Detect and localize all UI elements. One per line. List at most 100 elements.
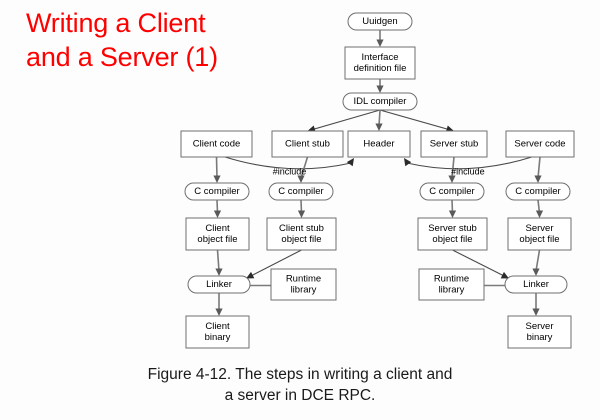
node-box-linkerL[interactable]: [187, 275, 251, 294]
node-label-idl: IDL compiler: [354, 96, 407, 107]
node-box-servercode[interactable]: [505, 130, 575, 158]
diagram-edge-label-layer: #include #include: [273, 166, 485, 176]
node-box-serverbin[interactable]: [507, 315, 572, 349]
node-label-clientstubobj: Client stub: [279, 223, 324, 234]
node-label-clientbin: Client: [205, 321, 230, 332]
node-cc2[interactable]: C compiler: [268, 182, 334, 201]
edge-serverstub-cc3: [448, 156, 456, 183]
node-label-runtimeL: library: [291, 285, 317, 296]
edge-label-include: #include: [273, 166, 307, 176]
node-box-linkerR[interactable]: [504, 275, 568, 294]
node-cc1[interactable]: C compiler: [184, 182, 250, 201]
node-label-serverbin: Server: [526, 321, 554, 332]
node-linkerR[interactable]: Linker: [504, 275, 568, 294]
edge-sstubobj-linkerR: [452, 249, 509, 279]
edge-linkerL-clientbin: [215, 293, 223, 316]
edge-clientcode-cc1: [213, 156, 221, 183]
node-label-idf: Interface: [362, 52, 399, 63]
node-label-serverstub: Server stub: [430, 139, 479, 150]
edge-clientobj-linkerL: [215, 249, 223, 276]
node-uuidgen[interactable]: Uuidgen: [347, 12, 413, 31]
node-label-serverstubobj: object file: [432, 234, 472, 245]
edge-clientstub-cc2: [297, 156, 309, 183]
node-box-uuidgen[interactable]: [347, 12, 413, 31]
edge-cc4-serverobj: [535, 199, 544, 218]
node-label-clientobj: Client: [205, 223, 230, 234]
edge-clientcode-header: [224, 156, 354, 170]
node-servercode[interactable]: Server code: [505, 130, 575, 158]
node-label-runtimeR: library: [439, 285, 465, 296]
node-label-linkerL: Linker: [206, 279, 232, 290]
node-box-clientbin[interactable]: [185, 315, 250, 349]
node-label-servercode: Server code: [514, 139, 565, 150]
node-label-linkerR: Linker: [523, 279, 549, 290]
edge-idf-idl: [376, 79, 384, 93]
node-label-serverbin: binary: [527, 332, 553, 343]
node-clientcode[interactable]: Client code: [180, 130, 253, 158]
edge-linkerR-serverbin: [532, 293, 540, 316]
node-box-header[interactable]: [347, 130, 411, 158]
node-box-serverstubobj[interactable]: [417, 217, 488, 251]
node-label-cc3: C compiler: [429, 186, 474, 197]
node-label-cc1: C compiler: [194, 186, 239, 197]
node-box-cc4[interactable]: [505, 182, 571, 201]
node-clientstub[interactable]: Client stub: [271, 130, 344, 158]
node-box-clientstubobj[interactable]: [266, 217, 337, 251]
node-label-cc4: C compiler: [515, 186, 560, 197]
node-label-idf: definition file: [354, 63, 407, 74]
node-label-runtimeL: Runtime: [286, 274, 321, 285]
node-box-clientobj[interactable]: [185, 217, 250, 251]
edge-idl-header: [375, 109, 383, 131]
node-label-runtimeR: Runtime: [434, 274, 469, 285]
node-label-uuidgen: Uuidgen: [362, 16, 397, 27]
node-idl[interactable]: IDL compiler: [342, 92, 418, 111]
node-serverstub[interactable]: Server stub: [420, 130, 488, 158]
node-box-serverstub[interactable]: [420, 130, 488, 158]
figure-caption: Figure 4-12. The steps in writing a clie…: [147, 366, 453, 404]
edge-idl-serverstub: [379, 109, 454, 133]
node-label-header: Header: [363, 139, 394, 150]
edge-servercode-header: [404, 156, 533, 170]
node-box-idl[interactable]: [342, 92, 418, 111]
node-box-runtimeL[interactable]: [270, 268, 337, 301]
page-title: Writing a Client and a Server (1): [26, 8, 218, 72]
node-label-clientstubobj: object file: [281, 234, 321, 245]
node-linkerL[interactable]: Linker: [187, 275, 251, 294]
node-header[interactable]: Header: [347, 130, 411, 158]
node-label-cc2: C compiler: [278, 186, 323, 197]
edge-cc3-serverstubobj: [448, 199, 457, 218]
edge-cc2-clientstubobj: [297, 199, 306, 218]
edge-label-include: #include: [451, 166, 485, 176]
edge-serverobj-linkerR: [532, 249, 541, 276]
node-box-cc3[interactable]: [419, 182, 485, 201]
node-cc3[interactable]: C compiler: [419, 182, 485, 201]
node-label-serverobj: Server: [526, 223, 554, 234]
node-box-cc2[interactable]: [268, 182, 334, 201]
node-box-cc1[interactable]: [184, 182, 250, 201]
edge-cstubobj-linkerL: [246, 249, 302, 279]
node-label-clientbin: binary: [205, 332, 231, 343]
node-box-clientcode[interactable]: [180, 130, 253, 158]
node-box-serverobj[interactable]: [507, 217, 572, 251]
node-box-runtimeR[interactable]: [418, 268, 485, 301]
node-box-idf[interactable]: [344, 46, 416, 80]
node-box-clientstub[interactable]: [271, 130, 344, 158]
edge-servercode-cc4: [534, 156, 542, 183]
node-label-clientstub: Client stub: [285, 139, 330, 150]
edge-cc1-clientobj: [213, 199, 222, 218]
edge-idl-clientstub: [307, 109, 381, 133]
node-label-clientobj: object file: [197, 234, 237, 245]
node-cc4[interactable]: C compiler: [505, 182, 571, 201]
